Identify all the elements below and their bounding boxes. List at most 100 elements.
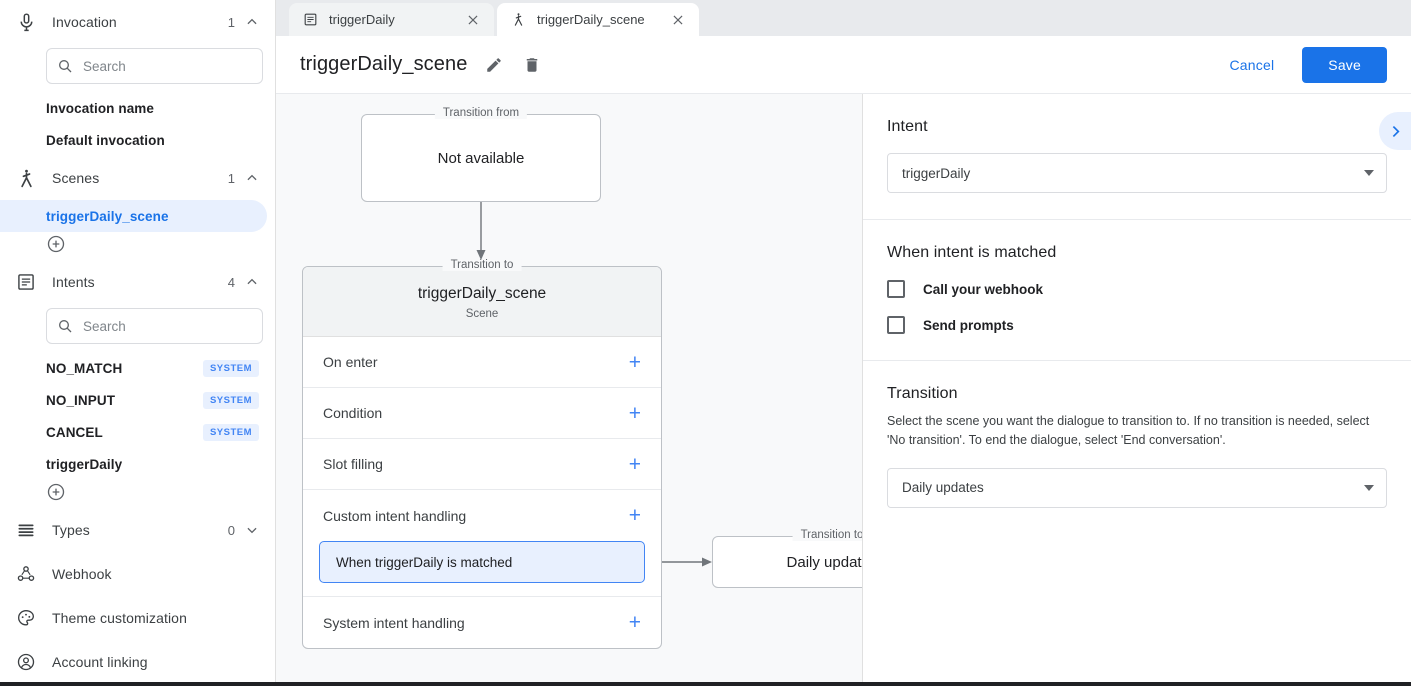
intent-tab-icon bbox=[303, 12, 319, 27]
tab-label: triggerDaily bbox=[329, 12, 395, 27]
invocation-search-wrap bbox=[0, 44, 275, 92]
call-your-webhook-checkbox[interactable] bbox=[887, 280, 905, 298]
intent-select[interactable]: triggerDaily bbox=[887, 153, 1387, 193]
scene-row-custom-intent-handling[interactable]: Custom intent handling + bbox=[303, 490, 661, 541]
sidebar-item-invocation-name[interactable]: Invocation name bbox=[0, 92, 275, 124]
scene-card: Transition to triggerDaily_scene Scene O… bbox=[302, 259, 662, 649]
send-prompts-checkbox[interactable] bbox=[887, 316, 905, 334]
sidebar-section-count: 1 bbox=[227, 170, 235, 186]
transition-description: Select the scene you want the dialogue t… bbox=[887, 414, 1370, 448]
chevron-down-icon bbox=[1364, 170, 1374, 176]
invocation-search-input[interactable] bbox=[83, 58, 252, 74]
when-matched-heading: When intent is matched bbox=[887, 244, 1057, 261]
search-icon bbox=[59, 320, 72, 333]
add-on-enter-button[interactable]: + bbox=[628, 350, 641, 374]
page-header: triggerDaily_scene Cancel Save bbox=[276, 36, 1411, 94]
sidebar-item-label: Account linking bbox=[52, 654, 148, 670]
sidebar-item-label: triggerDaily bbox=[46, 456, 123, 472]
sidebar-item-triggerdaily-scene[interactable]: triggerDaily_scene bbox=[0, 200, 267, 232]
add-scene-button[interactable] bbox=[0, 232, 275, 260]
sidebar-item-no-match[interactable]: NO_MATCH SYSTEM bbox=[0, 352, 275, 384]
scene-row-label: System intent handling bbox=[323, 614, 465, 631]
chevron-up-icon[interactable] bbox=[245, 275, 259, 289]
scene-tab-icon bbox=[511, 12, 527, 27]
transition-target-value: Daily updates bbox=[786, 553, 862, 571]
status-badge: SYSTEM bbox=[202, 423, 259, 441]
add-slot-filling-button[interactable]: + bbox=[628, 452, 641, 476]
chevron-right-icon[interactable] bbox=[1379, 112, 1411, 150]
sidebar-section-label: Invocation bbox=[52, 14, 117, 30]
close-icon[interactable] bbox=[466, 13, 482, 27]
transition-target-legend: Transition to bbox=[792, 529, 862, 541]
sidebar-item-label: NO_MATCH bbox=[46, 360, 123, 376]
intent-handler-chip[interactable]: When triggerDaily is matched bbox=[319, 541, 645, 583]
add-intent-button[interactable] bbox=[0, 480, 275, 508]
sidebar-item-label: Theme customization bbox=[52, 610, 187, 626]
sidebar-item-label: Webhook bbox=[52, 566, 112, 582]
content-body: Transition from Not available Transition… bbox=[276, 94, 1411, 686]
sidebar-item-label: NO_INPUT bbox=[46, 392, 116, 408]
invocation-search[interactable] bbox=[46, 48, 263, 84]
pencil-icon[interactable] bbox=[485, 56, 503, 74]
scene-graph-canvas[interactable]: Transition from Not available Transition… bbox=[276, 94, 862, 686]
sidebar-section-invocation[interactable]: Invocation 1 bbox=[0, 0, 275, 44]
send-prompts-row[interactable]: Send prompts bbox=[887, 316, 1387, 334]
close-icon[interactable] bbox=[671, 13, 687, 27]
tab-label: triggerDaily_scene bbox=[537, 12, 645, 27]
sidebar-item-label: Invocation name bbox=[46, 100, 155, 116]
bottom-bar bbox=[0, 682, 1411, 686]
sidebar-item-account-linking[interactable]: Account linking bbox=[0, 640, 275, 684]
account-icon bbox=[14, 650, 38, 674]
sidebar-section-label: Intents bbox=[52, 274, 95, 290]
intents-search[interactable] bbox=[46, 308, 263, 344]
main-area: triggerDaily triggerDaily_scene bbox=[276, 0, 1411, 686]
chevron-down-icon[interactable] bbox=[245, 523, 259, 537]
sidebar-section-scenes[interactable]: Scenes 1 bbox=[0, 156, 275, 200]
sidebar-item-triggerdaily[interactable]: triggerDaily bbox=[0, 448, 275, 480]
transition-from-legend: Transition from bbox=[434, 107, 528, 119]
when-intent-matched-section: When intent is matched Call your webhook… bbox=[863, 220, 1411, 361]
tab-triggerdaily-scene[interactable]: triggerDaily_scene bbox=[497, 3, 699, 36]
add-condition-button[interactable]: + bbox=[628, 401, 641, 425]
intent-section: Intent triggerDaily bbox=[863, 94, 1411, 220]
detail-panel: Intent triggerDaily When intent is match… bbox=[862, 94, 1411, 686]
cancel-button[interactable]: Cancel bbox=[1216, 49, 1289, 81]
tab-triggerdaily[interactable]: triggerDaily bbox=[289, 3, 494, 36]
sidebar-item-no-input[interactable]: NO_INPUT SYSTEM bbox=[0, 384, 275, 416]
transition-section: Transition Select the scene you want the… bbox=[863, 361, 1411, 534]
tab-strip: triggerDaily triggerDaily_scene bbox=[276, 0, 1411, 36]
sidebar-item-webhook[interactable]: Webhook bbox=[0, 552, 275, 596]
sidebar-section-count: 0 bbox=[227, 522, 235, 538]
sidebar-section-label: Scenes bbox=[52, 170, 100, 186]
add-custom-intent-button[interactable]: + bbox=[628, 504, 641, 527]
sidebar-item-label: CANCEL bbox=[46, 424, 103, 440]
intent-heading: Intent bbox=[887, 118, 928, 135]
transition-select-value: Daily updates bbox=[902, 480, 984, 496]
transition-to-legend: Transition to bbox=[442, 259, 522, 271]
transition-select[interactable]: Daily updates bbox=[887, 467, 1387, 508]
scenes-icon bbox=[14, 166, 38, 190]
send-prompts-label: Send prompts bbox=[923, 317, 1014, 333]
microphone-icon bbox=[14, 10, 38, 34]
call-your-webhook-row[interactable]: Call your webhook bbox=[887, 280, 1387, 298]
sidebar-item-theme-customization[interactable]: Theme customization bbox=[0, 596, 275, 640]
save-button[interactable]: Save bbox=[1302, 46, 1387, 83]
chevron-up-icon[interactable] bbox=[245, 15, 259, 29]
sidebar-item-cancel[interactable]: CANCEL SYSTEM bbox=[0, 416, 275, 448]
page-title: triggerDaily_scene bbox=[300, 53, 468, 75]
scene-row-slot-filling[interactable]: Slot filling + bbox=[303, 439, 661, 490]
sidebar-section-count: 1 bbox=[227, 14, 235, 30]
add-system-intent-button[interactable]: + bbox=[628, 611, 641, 634]
scene-row-on-enter[interactable]: On enter + bbox=[303, 337, 661, 388]
chevron-up-icon[interactable] bbox=[245, 171, 259, 185]
transition-target-box[interactable]: Transition to Daily updates bbox=[712, 529, 862, 588]
sidebar-item-default-invocation[interactable]: Default invocation bbox=[0, 124, 275, 156]
sidebar-section-types[interactable]: Types 0 bbox=[0, 508, 275, 552]
scene-row-condition[interactable]: Condition + bbox=[303, 388, 661, 439]
intents-icon bbox=[14, 270, 38, 294]
chevron-down-icon bbox=[1364, 484, 1374, 491]
trash-icon[interactable] bbox=[523, 56, 541, 74]
intents-search-input[interactable] bbox=[83, 318, 252, 334]
sidebar-section-intents[interactable]: Intents 4 bbox=[0, 260, 275, 304]
scene-row-system-intent-handling[interactable]: System intent handling + bbox=[303, 597, 661, 648]
